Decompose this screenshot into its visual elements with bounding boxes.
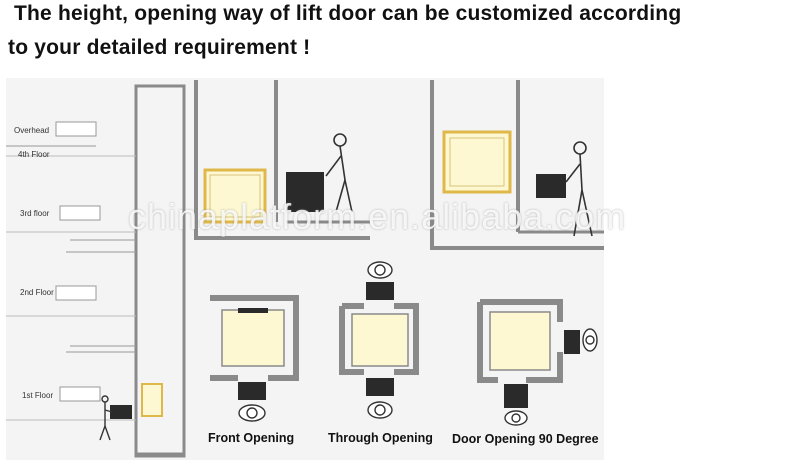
headline-line-1: The height, opening way of lift door can…: [14, 2, 682, 25]
person-top-view: [367, 261, 393, 419]
lift-cabin: [141, 383, 163, 417]
call-panel: [366, 282, 394, 300]
lift-cabin: [221, 309, 285, 367]
lift-cabin: [489, 311, 551, 371]
plan-90-degree: [477, 299, 598, 426]
caption-front-opening: Front Opening: [208, 431, 295, 445]
floor-label-overhead: Overhead: [14, 126, 50, 135]
call-panel: [286, 172, 324, 212]
call-panel: [238, 382, 266, 400]
shaft-elevation: [6, 84, 186, 458]
floor-label-1st: 1st Floor: [22, 391, 54, 400]
call-panel: [564, 330, 580, 354]
caption-through-opening: Through Opening: [328, 431, 433, 445]
side-section-middle: [194, 80, 370, 240]
lift-cabin: [351, 313, 409, 367]
shaft-wall: [134, 84, 186, 458]
floor-marker-box: [59, 205, 101, 221]
person-figure: [99, 395, 113, 441]
floor-marker-box: [59, 386, 101, 402]
call-panel: [504, 384, 528, 408]
lift-cabin: [203, 168, 267, 224]
floor-label-2nd: 2nd Floor: [20, 288, 54, 297]
side-section-right: [430, 80, 604, 250]
floor-marker-box: [55, 121, 97, 137]
caption-90-degree: Door Opening 90 Degree: [452, 432, 599, 446]
person-figure: [565, 141, 593, 237]
person-top-view: [238, 404, 266, 422]
floor-marker-box: [55, 285, 97, 301]
plan-front-opening: [210, 295, 299, 422]
call-panel: [366, 378, 394, 396]
person-figure: [325, 133, 353, 213]
call-panel: [536, 174, 566, 198]
floor-label-3rd: 3rd floor: [20, 209, 50, 218]
floor-label-4th: 4th Floor: [18, 150, 50, 159]
watermark: chinaplatform.en.alibaba.com: [128, 196, 627, 237]
lift-cabin: [442, 130, 512, 194]
person-top-view: [504, 328, 598, 426]
plan-through-opening: [339, 261, 419, 419]
call-panel: [110, 405, 132, 419]
headline-line-2: to your detailed requirement !: [8, 36, 311, 59]
